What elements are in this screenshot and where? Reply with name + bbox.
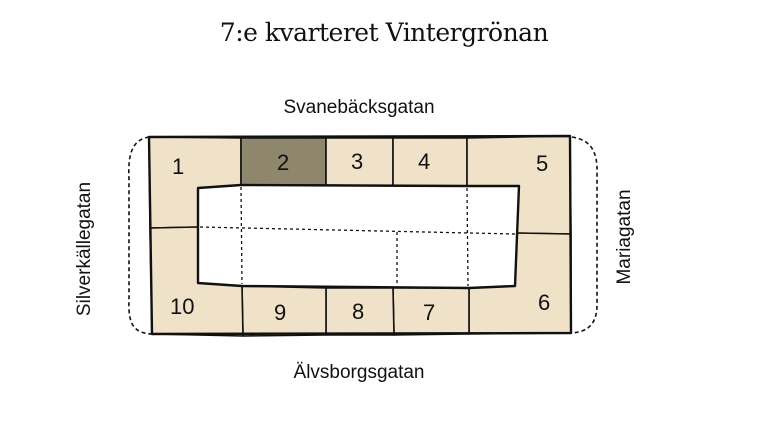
lot-label-1: 1 <box>172 154 184 179</box>
lot-label-8: 8 <box>352 299 364 324</box>
lot-label-10: 10 <box>170 294 194 319</box>
inner-courtyard <box>196 183 521 290</box>
courtyard-divider-4 <box>199 226 516 235</box>
courtyard-divider-2 <box>466 187 469 287</box>
lot-label-5: 5 <box>536 151 548 176</box>
left-street-edge <box>127 136 153 335</box>
lot-label-2: 2 <box>277 150 289 175</box>
block-outline <box>147 134 573 336</box>
lot-label-3: 3 <box>351 149 363 174</box>
street-label-top: Svanebäcksgatan <box>283 97 435 118</box>
lot-label-6: 6 <box>538 290 550 315</box>
lot-label-7: 7 <box>423 300 435 325</box>
courtyard-divider-1 <box>240 186 243 285</box>
map-title: 7:e kvarteret Vintergrönan <box>219 18 549 47</box>
right-street-edge <box>570 136 598 334</box>
lot-label-9: 9 <box>274 300 286 325</box>
lot-label-4: 4 <box>418 149 430 174</box>
street-label-bottom: Älvsborgsgatan <box>293 362 425 383</box>
